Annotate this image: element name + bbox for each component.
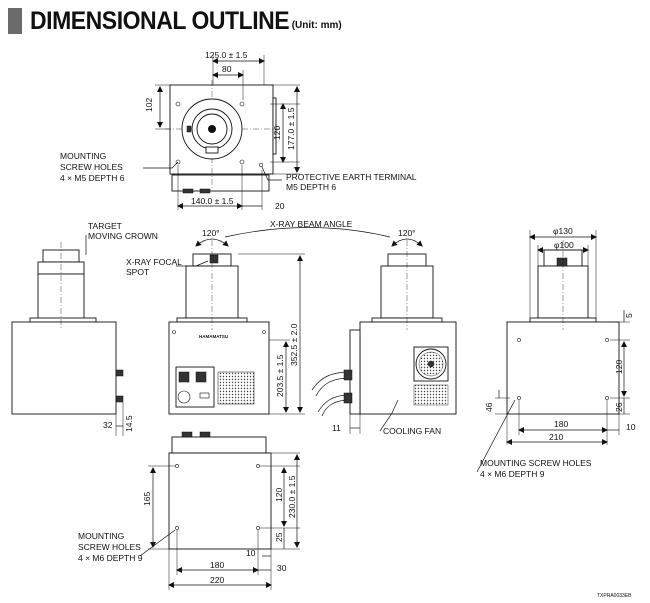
dim-phi100: φ100 bbox=[554, 240, 574, 250]
label-m5-line3: 4 × M5 DEPTH 6 bbox=[60, 173, 125, 183]
page-title: DIMENSIONAL OUTLINE bbox=[30, 7, 290, 35]
dim-r5: 5 bbox=[624, 313, 634, 318]
front-vent-grill bbox=[217, 371, 255, 405]
dim-top-140: 140.0 ± 1.5 bbox=[191, 196, 234, 206]
label-m6-bottom-line2: SCREW HOLES bbox=[78, 542, 141, 552]
bottom-view-body bbox=[168, 452, 272, 550]
dim-r180: 180 bbox=[554, 419, 568, 429]
dim-203: 203.5 ± 1.5 bbox=[275, 354, 285, 397]
dim-top-177: 177.0 ± 1.5 bbox=[286, 107, 296, 150]
dim-b180: 180 bbox=[210, 560, 224, 570]
label-m6-right-line2: 4 × M6 DEPTH 9 bbox=[480, 469, 545, 479]
dim-b10: 10 bbox=[246, 548, 256, 558]
dim-b165: 165 bbox=[142, 492, 152, 506]
dim-32: 32 bbox=[103, 420, 113, 430]
dim-top-width: 125.0 ± 1.5 bbox=[205, 50, 248, 60]
dim-phi130: φ130 bbox=[553, 226, 573, 236]
rear-view-body bbox=[506, 321, 620, 415]
dim-14: 14.5 bbox=[124, 415, 134, 432]
dim-r46: 46 bbox=[484, 402, 494, 412]
label-m6-right-line1: MOUNTING SCREW HOLES bbox=[480, 458, 592, 468]
dim-top-102: 102 bbox=[144, 98, 154, 112]
label-target-line2: MOVING CROWN bbox=[88, 231, 158, 241]
dim-352: 352.5 ± 2.0 bbox=[289, 323, 299, 366]
dim-top-80: 80 bbox=[222, 64, 232, 74]
dim-b230: 230.0 ± 1.5 bbox=[287, 475, 297, 518]
label-m6-bottom-line3: 4 × M6 DEPTH 9 bbox=[78, 553, 143, 563]
label-focal-line1: X-RAY FOCAL bbox=[126, 257, 182, 267]
label-target-line1: TARGET bbox=[88, 221, 122, 231]
label-earth-line2: M5 DEPTH 6 bbox=[286, 182, 336, 192]
dim-b220: 220 bbox=[210, 575, 224, 585]
label-cooling-fan: COOLING FAN bbox=[383, 426, 441, 436]
title-marker bbox=[8, 8, 22, 34]
dim-b25: 25 bbox=[274, 532, 284, 542]
dim-r10: 10 bbox=[626, 422, 636, 432]
angle-right: 120° bbox=[398, 228, 416, 238]
label-earth-line1: PROTECTIVE EARTH TERMINAL bbox=[286, 172, 417, 182]
label-focal-line2: SPOT bbox=[126, 267, 149, 277]
dim-r120: 120 bbox=[614, 360, 624, 374]
dim-11: 11 bbox=[332, 423, 341, 433]
dim-top-20: 20 bbox=[275, 201, 285, 211]
label-m5-line2: SCREW HOLES bbox=[60, 162, 123, 172]
dim-b30: 30 bbox=[277, 563, 287, 573]
dim-b120: 120 bbox=[274, 488, 284, 502]
fan-side-view: 120° 11 COOLING FAN bbox=[311, 228, 457, 436]
drawing-code: TXPRA0033EB bbox=[597, 593, 632, 599]
rear-view: φ130 φ100 5 120 26 46 180 10 210 MOUNTIN… bbox=[476, 226, 636, 479]
front-view: HAMAMATSU 120° X-RAY FOCAL SPOT 352.5 ± … bbox=[126, 228, 305, 415]
dim-r210: 210 bbox=[549, 432, 563, 442]
angle-left: 120° bbox=[202, 228, 220, 238]
label-m5-line1: MOUNTING bbox=[60, 151, 106, 161]
left-side-view: TARGET MOVING CROWN 32 14.5 bbox=[11, 221, 158, 436]
top-view-base bbox=[171, 174, 270, 192]
dim-r26: 26 bbox=[614, 402, 624, 412]
dim-top-120: 120 bbox=[272, 126, 282, 140]
label-m6-bottom-line1: MOUNTING bbox=[78, 531, 124, 541]
bottom-view: 165 120 25 230.0 ± 1.5 10 180 30 220 MOU… bbox=[78, 431, 300, 590]
unit-note: (Unit: mm) bbox=[291, 20, 342, 31]
brand-label: HAMAMATSU bbox=[199, 334, 228, 339]
label-beam-angle: X-RAY BEAM ANGLE bbox=[270, 219, 353, 229]
left-side-body bbox=[11, 321, 117, 415]
title-bar: DIMENSIONAL OUTLINE (Unit: mm) bbox=[8, 6, 342, 34]
top-view: 125.0 ± 1.5 80 102 120 177.0 ± 1.5 140.0… bbox=[60, 50, 417, 211]
